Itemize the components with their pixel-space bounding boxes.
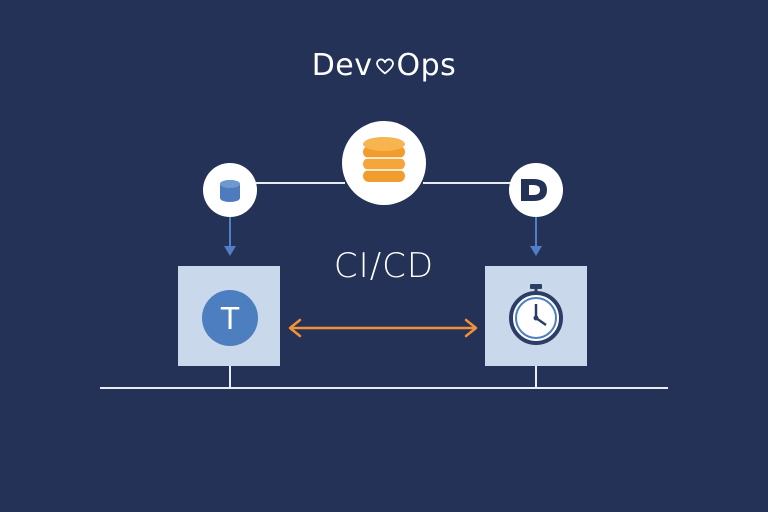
node-top-right[interactable] — [509, 163, 563, 217]
stopwatch-icon — [509, 284, 563, 345]
arrow-down-right-head — [530, 246, 542, 256]
database-icon — [220, 180, 240, 202]
title-right: Ops — [396, 48, 457, 83]
box-left-letter: T — [220, 302, 240, 337]
database-stack-icon — [363, 137, 405, 182]
cicd-label: CI/CD — [333, 246, 435, 286]
box-left[interactable] — [178, 266, 280, 366]
d-logo-icon — [521, 179, 547, 201]
title-left: Dev — [311, 48, 373, 83]
box-right[interactable] — [485, 266, 587, 366]
node-top-left[interactable] — [203, 163, 257, 217]
t-badge-icon — [202, 290, 258, 346]
bidirectional-arrow — [288, 318, 478, 338]
page-title: Dev Ops — [0, 48, 768, 83]
heart-outline-icon — [375, 58, 394, 75]
arrow-down-left-head — [224, 246, 236, 256]
node-top-center[interactable] — [342, 121, 426, 205]
